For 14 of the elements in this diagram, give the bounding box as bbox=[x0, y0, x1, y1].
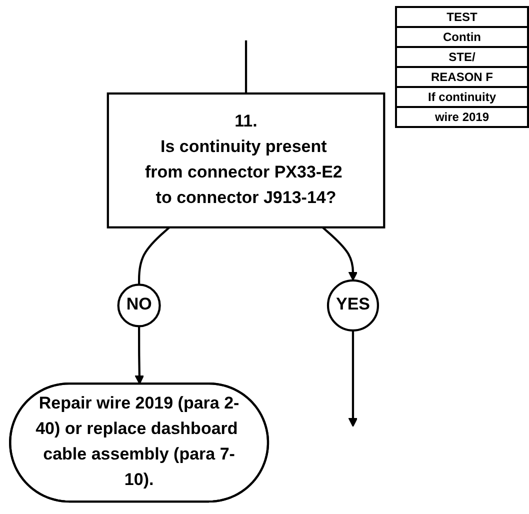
connector bbox=[244, 40, 248, 94]
arrow bbox=[348, 330, 358, 428]
arrow bbox=[322, 226, 358, 281]
node-circle: YES bbox=[326, 279, 380, 332]
table-cell: Contin bbox=[397, 28, 527, 48]
table-cell-text: wire 2019 bbox=[434, 109, 490, 126]
table-cell: If continuity bbox=[397, 88, 527, 108]
arrow bbox=[134, 326, 144, 385]
node-circle: NO bbox=[117, 284, 161, 328]
table-cell: TEST bbox=[397, 8, 527, 28]
table-cell: STE/ bbox=[397, 48, 527, 68]
node-box: 11. Is continuity present from connector PX33-E2 to connector J913-14? bbox=[106, 92, 386, 228]
connector bbox=[138, 226, 170, 285]
table-cell: REASON F bbox=[397, 68, 527, 88]
